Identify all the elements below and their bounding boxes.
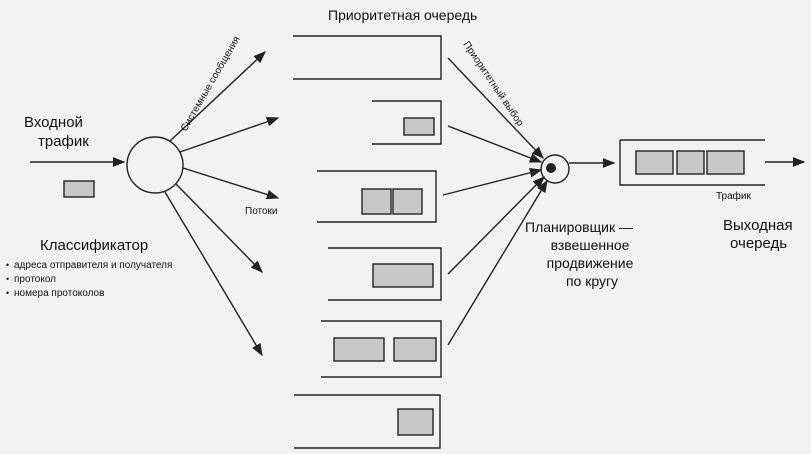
- flow-4-packet-1: [333, 337, 385, 362]
- scheduler-label-line3: продвижение: [547, 255, 634, 271]
- flows-label: Потоки: [245, 206, 278, 217]
- traffic-label: Трафик: [716, 190, 751, 202]
- flow-5-packet: [397, 408, 434, 436]
- classifier-criteria-list: • адреса отправителя и получателя • прот…: [6, 260, 172, 299]
- criteria-bullet-2: •: [6, 274, 9, 284]
- arrow-to-flow-2: [182, 167, 280, 200]
- output-queue-label-line1: Выходная: [723, 217, 793, 234]
- scheduler-label-line1: Планировщик —: [525, 219, 633, 235]
- scheduler-node: [540, 154, 570, 184]
- priority-queue: [293, 35, 442, 80]
- arrow-from-flow-4: [447, 179, 548, 346]
- flow-queue-2: [317, 170, 437, 223]
- scheduler-label: Планировщик — взвешенное продвижение по …: [525, 219, 634, 289]
- input-traffic-label-line2: трафик: [38, 133, 89, 150]
- classifier-node: [126, 136, 184, 194]
- classifier-label: Классификатор: [40, 237, 148, 254]
- flow-1-packet: [403, 117, 435, 136]
- flow-3-packet: [372, 263, 434, 288]
- priority-select-label: Приоритетный выбор: [461, 39, 527, 129]
- arrow-from-flow-3: [447, 176, 545, 275]
- criteria-item-1: адреса отправителя и получателя: [14, 260, 172, 271]
- criteria-bullet-3: •: [6, 288, 9, 298]
- priority-queue-label: Приоритетная очередь: [328, 7, 477, 23]
- input-packet: [63, 180, 95, 198]
- criteria-item-3: номера протоколов: [14, 288, 104, 299]
- arrow-to-flow-3: [175, 183, 263, 274]
- flow-2-packet-1: [361, 188, 392, 215]
- scheduler-label-line2: взвешенное: [551, 237, 630, 253]
- arrow-to-flow-4: [164, 191, 263, 357]
- output-queue-label-line2: очередь: [730, 235, 787, 252]
- arrow-from-priority: [447, 57, 544, 160]
- scheduler-fanin-arrows: [442, 57, 548, 346]
- flow-queue-4: [321, 320, 442, 378]
- classifier-fanout-arrows: [164, 51, 280, 357]
- criteria-bullet-1: •: [6, 260, 9, 270]
- flow-queue-1: [372, 100, 442, 145]
- flow-queue-5: [294, 394, 441, 449]
- output-packet-3: [706, 150, 745, 175]
- output-packet-2: [676, 150, 705, 175]
- flow-queue-3: [328, 247, 442, 301]
- system-messages-label: Системные сообщения: [178, 34, 242, 133]
- arrow-from-flow-1: [447, 125, 543, 163]
- criteria-item-2: протокол: [14, 274, 56, 285]
- scheduler-dot: [546, 163, 556, 173]
- input-traffic-label-line1: Входной: [24, 114, 83, 131]
- output-queue: [619, 139, 765, 186]
- output-packet-1: [635, 150, 674, 175]
- arrow-from-flow-2: [442, 168, 543, 196]
- flow-2-packet-2: [392, 188, 423, 215]
- arrow-to-priority: [169, 51, 267, 142]
- flow-4-packet-2: [393, 337, 437, 362]
- arrow-to-flow-1: [179, 117, 280, 153]
- scheduler-label-line4: по кругу: [566, 273, 618, 289]
